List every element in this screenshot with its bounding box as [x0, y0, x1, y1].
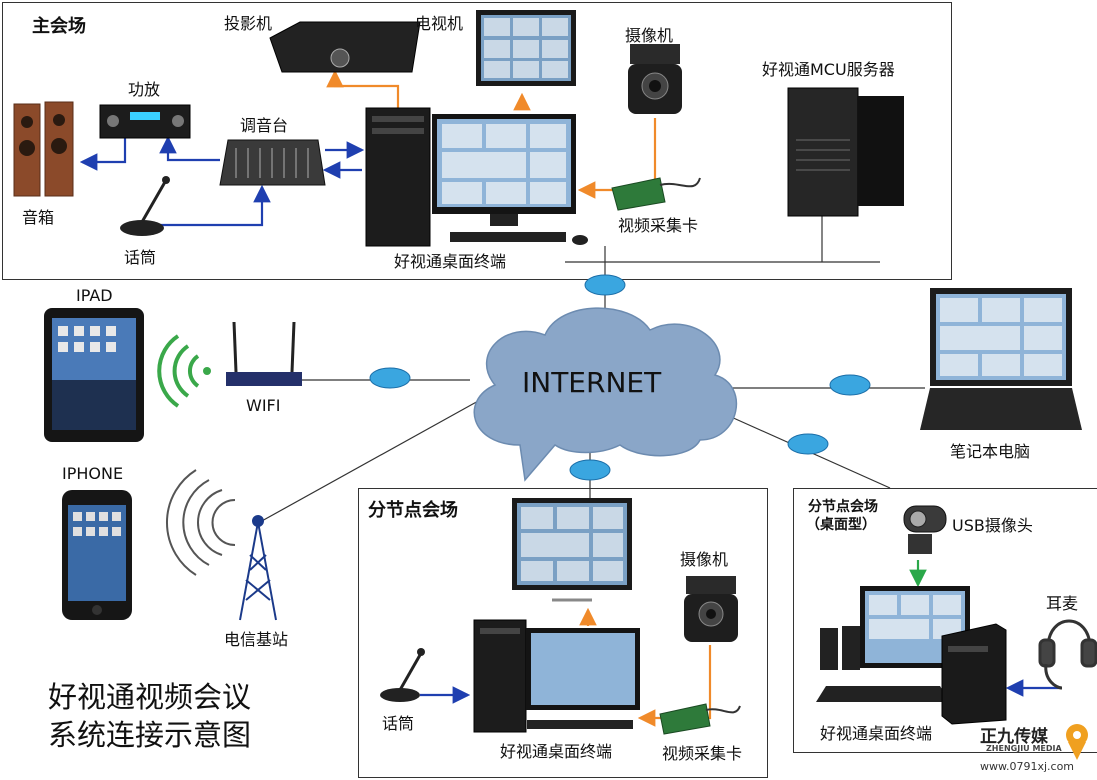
desktop-pc-tower-icon [941, 623, 1007, 725]
projector-icon [269, 21, 421, 73]
laptop-icon [920, 288, 1082, 430]
label-base-station: 电信基站 [224, 630, 289, 649]
label-mic-branch: 话筒 [382, 714, 415, 733]
section-title-desktop-1: 分节点会场 [808, 499, 878, 515]
label-speaker: 音箱 [22, 208, 55, 227]
label-terminal-branch: 好视通桌面终端 [500, 742, 613, 761]
label-camera-branch: 摄像机 [680, 550, 729, 569]
caption-line-1: 好视通视频会议 [48, 680, 252, 714]
label-projector: 投影机 [224, 14, 273, 33]
branch-venue-frame [358, 488, 768, 778]
wifi-router-icon [226, 321, 302, 386]
mcu-server-icon [787, 87, 904, 217]
branch-capture-card-icon [659, 703, 741, 735]
label-mic-main: 话筒 [124, 248, 157, 267]
cell-signal-icon [165, 469, 236, 576]
branch-monitor-icon [526, 628, 640, 729]
pc-tower-icon [365, 107, 431, 247]
routers [369, 274, 871, 481]
ipad-icon [44, 308, 144, 442]
capture-card-icon [611, 177, 701, 211]
desktop-speakers-icon [820, 626, 860, 670]
main-blue-arrows [79, 135, 365, 227]
watermark-url: www.0791xj.com [980, 760, 1075, 773]
label-camera-main: 摄像机 [625, 26, 674, 45]
microphone-icon [120, 176, 170, 236]
branch-tv-icon [512, 498, 632, 602]
base-station-icon [239, 515, 277, 621]
label-capture-main: 视频采集卡 [618, 216, 699, 235]
main-venue-frame [2, 2, 952, 280]
camera-icon [628, 44, 682, 114]
mixer-icon [219, 139, 326, 186]
label-mixer: 调音台 [240, 116, 289, 135]
wifi-signal-icon [157, 334, 211, 408]
label-internet: INTERNET [522, 366, 662, 399]
section-title-desktop-2: （桌面型） [806, 517, 876, 533]
section-title-branch: 分节点会场 [368, 500, 458, 521]
branch-microphone-icon [380, 648, 425, 702]
internet-cloud [473, 307, 738, 482]
watermark-sub: ZHENGJIU MEDIA [986, 744, 1062, 753]
speaker-icon [13, 101, 74, 197]
branch-camera-icon [684, 576, 738, 642]
watermark-brand: 正九传媒 [980, 727, 1048, 747]
usb-camera-icon [903, 505, 947, 554]
label-terminal-desktop: 好视通桌面终端 [820, 724, 933, 743]
label-wifi: WIFI [246, 396, 281, 415]
amplifier-icon [99, 104, 191, 139]
monitor-icon [432, 114, 588, 245]
label-terminal-main: 好视通桌面终端 [394, 252, 507, 271]
section-title-main: 主会场 [32, 16, 86, 37]
iphone-icon [62, 490, 132, 620]
label-capture-branch: 视频采集卡 [662, 744, 743, 763]
branch-pc-tower-icon [473, 619, 527, 733]
desktop-venue-frame [793, 488, 1097, 753]
label-headset: 耳麦 [1046, 594, 1079, 613]
label-laptop: 笔记本电脑 [950, 442, 1031, 461]
tv-icon [476, 10, 576, 86]
label-tv: 电视机 [415, 14, 464, 33]
label-ipad: IPAD [76, 286, 113, 305]
label-amplifier: 功放 [128, 80, 161, 99]
label-usb-camera: USB摄像头 [952, 516, 1033, 535]
label-mcu: 好视通MCU服务器 [762, 60, 895, 79]
label-iphone: IPHONE [62, 464, 124, 483]
caption-line-2: 系统连接示意图 [48, 718, 252, 752]
watermark-logo-icon [1066, 724, 1088, 760]
headset-icon [1038, 619, 1097, 690]
